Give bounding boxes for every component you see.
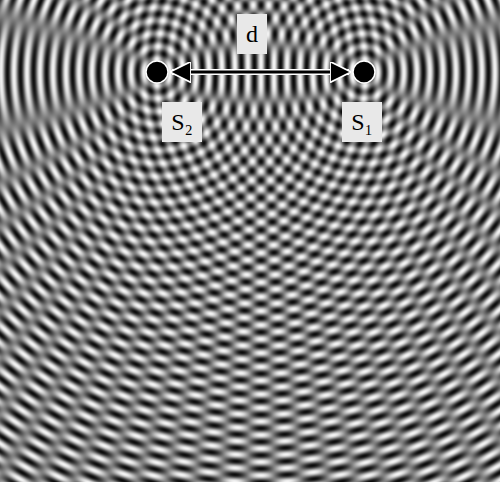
distance-label: d — [237, 14, 267, 54]
source-dot — [146, 61, 168, 83]
distance-arrow-halo — [172, 69, 349, 75]
source-label: S₂ — [162, 102, 202, 142]
distance-arrow — [172, 71, 349, 74]
source-label: S₁ — [342, 102, 382, 142]
source-dot — [353, 61, 375, 83]
